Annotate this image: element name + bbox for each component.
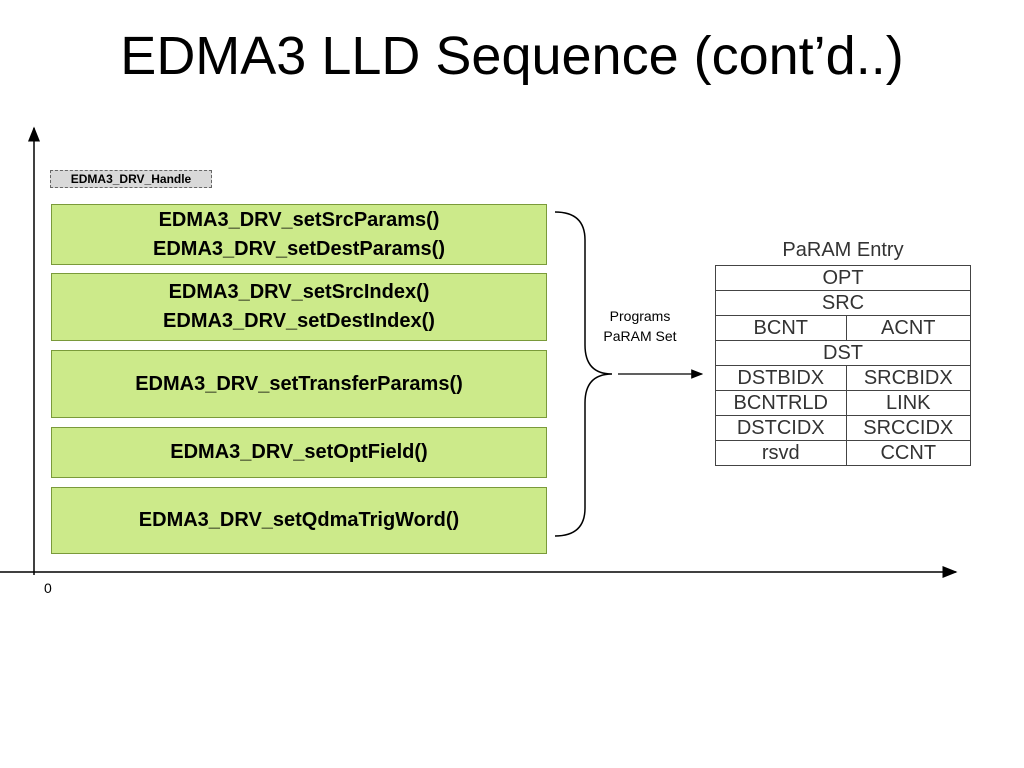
- param-cell: BCNT: [715, 315, 847, 341]
- param-cell: OPT: [715, 265, 971, 291]
- function-label: EDMA3_DRV_setDestIndex(): [163, 310, 435, 332]
- param-cell: BCNTRLD: [715, 390, 847, 416]
- programs-label-line: Programs: [609, 308, 671, 324]
- param-cell: SRC: [715, 290, 971, 316]
- function-label: EDMA3_DRV_setOptField(): [170, 441, 428, 463]
- function-box-src-dest-params: EDMA3_DRV_setSrcParams() EDMA3_DRV_setDe…: [51, 204, 547, 265]
- param-cell: CCNT: [845, 440, 972, 466]
- param-row: SRC: [715, 290, 971, 316]
- function-label: EDMA3_DRV_setDestParams(): [153, 237, 445, 260]
- slide-title: EDMA3 LLD Sequence (cont’d..): [120, 26, 904, 86]
- curly-brace: [554, 211, 613, 537]
- function-label: EDMA3_DRV_setQdmaTrigWord(): [138, 509, 460, 531]
- param-cell: SRCBIDX: [845, 365, 972, 391]
- function-box-qdma-trig-word: EDMA3_DRV_setQdmaTrigWord(): [51, 487, 547, 554]
- function-box-transfer-params: EDMA3_DRV_setTransferParams(): [51, 350, 547, 418]
- programs-param-set-label: Programs PaRAM Set: [590, 306, 690, 346]
- param-cell: ACNT: [845, 315, 972, 341]
- handle-label: EDMA3_DRV_Handle: [50, 170, 212, 188]
- programs-label-line: PaRAM Set: [603, 328, 677, 344]
- function-label: EDMA3_DRV_setSrcParams(): [158, 208, 440, 231]
- param-cell: SRCCIDX: [845, 415, 972, 441]
- function-label: EDMA3_DRV_setTransferParams(): [135, 372, 463, 395]
- function-box-src-dest-index: EDMA3_DRV_setSrcIndex() EDMA3_DRV_setDes…: [51, 273, 547, 341]
- param-cell: DSTCIDX: [715, 415, 847, 441]
- param-row: OPT: [715, 265, 971, 291]
- function-box-opt-field: EDMA3_DRV_setOptField(): [51, 427, 547, 478]
- param-cell: rsvd: [715, 440, 847, 466]
- param-cell: DST: [715, 340, 971, 366]
- param-entry-title: PaRAM Entry: [782, 239, 904, 261]
- origin-label: 0: [44, 580, 52, 596]
- function-label: EDMA3_DRV_setSrcIndex(): [168, 281, 430, 303]
- param-cell: LINK: [845, 390, 972, 416]
- param-cell: DSTBIDX: [715, 365, 847, 391]
- param-row: DST: [715, 340, 971, 366]
